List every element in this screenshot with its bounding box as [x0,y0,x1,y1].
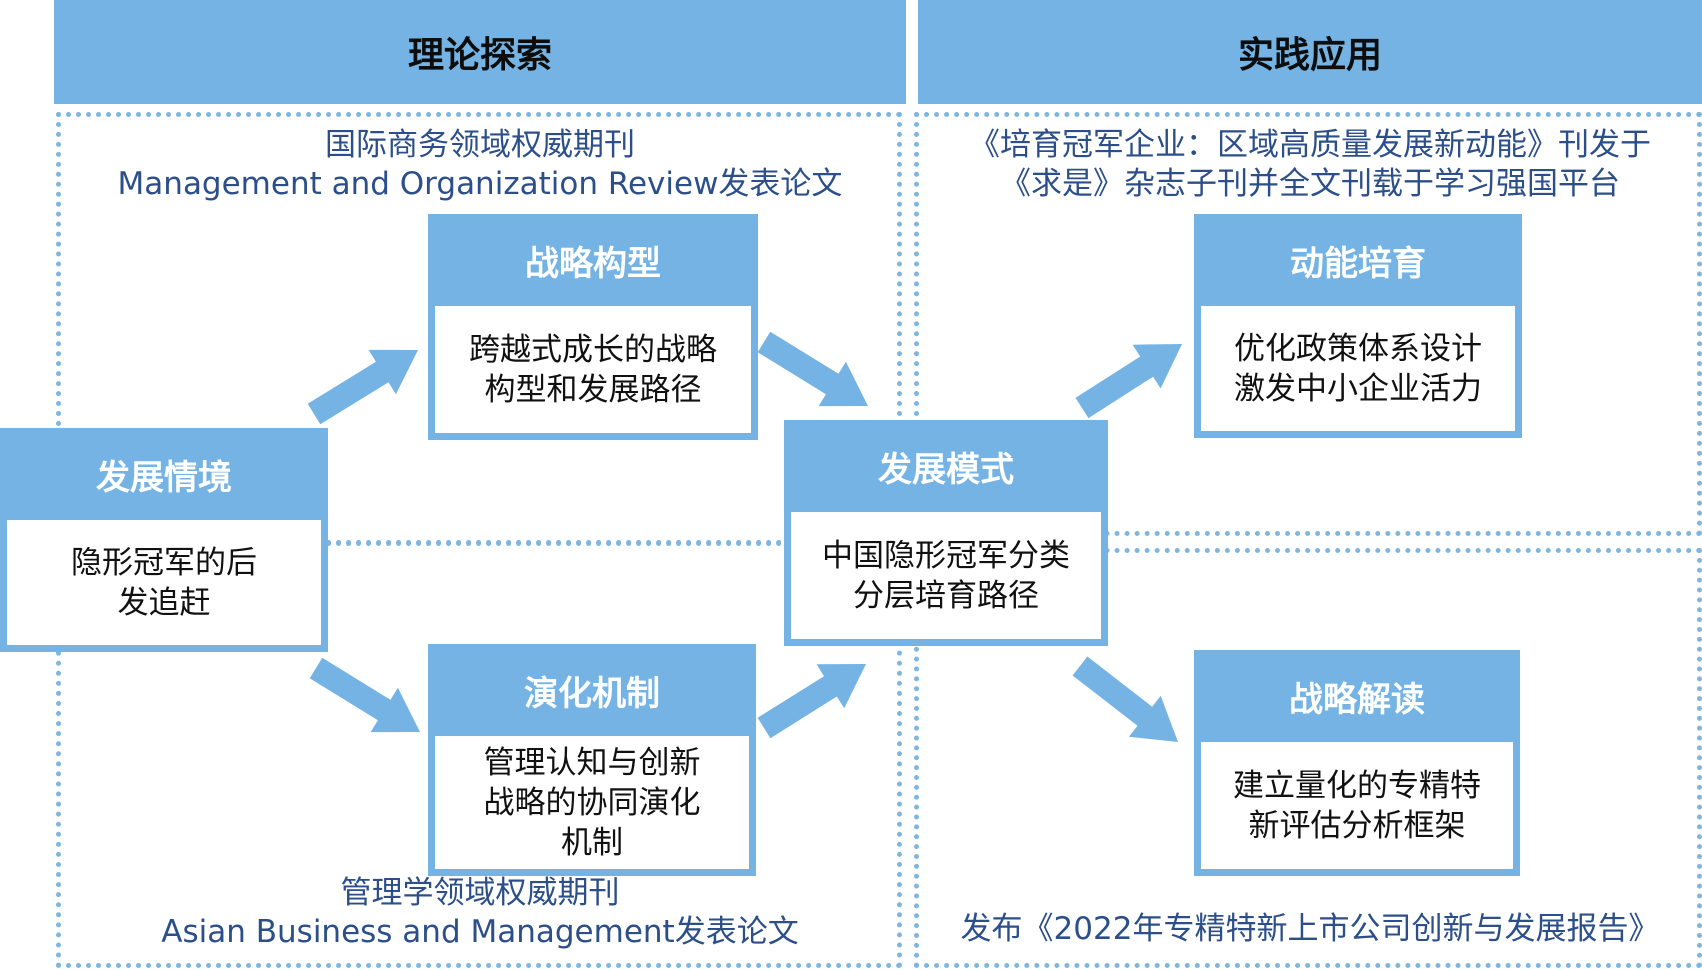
node-strategy: 战略构型 跨越式成长的战略 构型和发展路径 [428,214,758,440]
arrow-model-to-interpretation [1072,656,1178,742]
node-evolution-body: 管理认知与创新 战略的协同演化 机制 [435,736,749,869]
node-context-body: 隐形冠军的后 发追赶 [7,520,321,645]
node-interpretation: 战略解读 建立量化的专精特 新评估分析框架 [1194,650,1520,876]
node-interpretation-body: 建立量化的专精特 新评估分析框架 [1201,742,1513,869]
practice-header-label: 实践应用 [1237,35,1382,76]
node-evolution-title: 演化机制 [524,673,660,714]
theory-bottom-note-line1: 管理学领域权威期刊 [340,875,620,911]
practice-bottom-region [914,548,1702,968]
practice-header: 实践应用 [918,0,1702,104]
theory-bottom-note-line2: Asian Business and Management发表论文 [161,914,799,950]
practice-top-region [914,112,1702,536]
arrow-evolution-to-model [757,664,866,739]
arrow-context-to-strategy [307,349,418,425]
theory-bottom-note: 管理学领域权威期刊 Asian Business and Management发… [100,874,860,952]
node-model-title: 发展模式 [878,449,1014,490]
node-momentum-title: 动能培育 [1290,243,1426,284]
node-interpretation-title: 战略解读 [1289,679,1425,720]
node-model: 发展模式 中国隐形冠军分类 分层培育路径 [784,420,1108,646]
theory-top-note-line2: Management and Organization Review发表论文 [117,166,843,202]
theory-bottom-region [56,540,902,968]
practice-bottom-note: 发布《2022年专精特新上市公司创新与发展报告》 [930,910,1690,949]
arrow-strategy-to-model [757,331,868,407]
node-strategy-title: 战略构型 [525,243,661,284]
node-model-body: 中国隐形冠军分类 分层培育路径 [791,512,1101,639]
arrow-context-to-evolution [309,657,420,733]
practice-top-note-line1: 《培育冠军企业：区域高质量发展新动能》刊发于 [969,127,1651,163]
node-context: 发展情境 隐形冠军的后 发追赶 [0,428,328,652]
theory-header-label: 理论探索 [407,35,552,76]
node-momentum-body: 优化政策体系设计 激发中小企业活力 [1201,306,1515,431]
theory-header: 理论探索 [54,0,906,104]
practice-top-note-line2: 《求是》杂志子刊并全文刊载于学习强国平台 [1000,166,1620,202]
node-strategy-body: 跨越式成长的战略 构型和发展路径 [435,306,751,433]
node-context-title: 发展情境 [96,457,232,498]
node-evolution: 演化机制 管理认知与创新 战略的协同演化 机制 [428,644,756,876]
theory-top-note: 国际商务领域权威期刊 Management and Organization R… [100,126,860,204]
practice-bottom-note-line1: 发布《2022年专精特新上市公司创新与发展报告》 [960,911,1660,947]
node-momentum: 动能培育 优化政策体系设计 激发中小企业活力 [1194,214,1522,438]
practice-top-note: 《培育冠军企业：区域高质量发展新动能》刊发于 《求是》杂志子刊并全文刊载于学习强… [930,126,1690,204]
theory-top-note-line1: 国际商务领域权威期刊 [325,127,635,163]
arrow-model-to-momentum [1075,344,1182,419]
